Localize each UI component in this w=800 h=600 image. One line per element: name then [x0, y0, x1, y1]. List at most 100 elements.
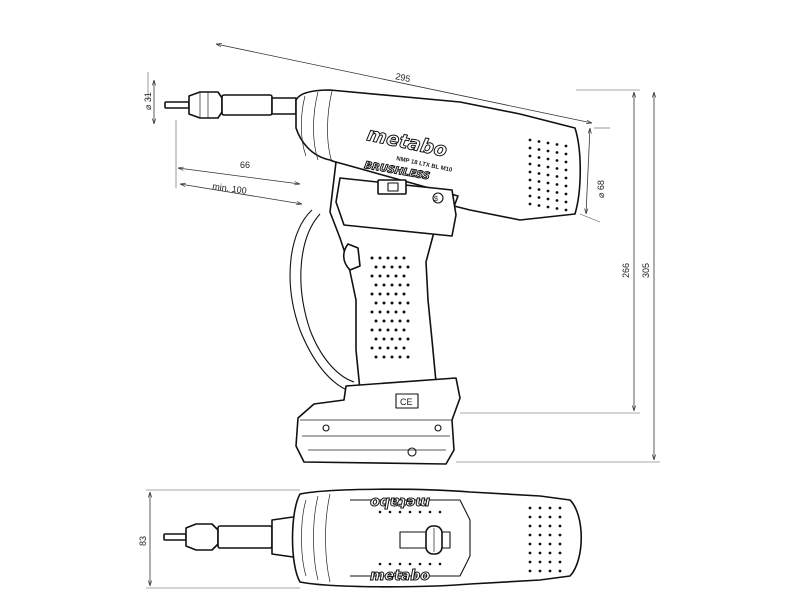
vent-dot — [386, 274, 390, 278]
vent-dot — [558, 524, 562, 528]
vent-dot — [378, 562, 382, 566]
vent-dot — [537, 140, 541, 143]
vent-dot — [548, 515, 552, 519]
vent-dot — [537, 156, 541, 159]
vent-dot — [528, 162, 532, 166]
vent-dot — [394, 346, 398, 350]
vent-dot — [378, 256, 382, 260]
grip-texture — [370, 256, 410, 359]
vent-dot — [528, 569, 532, 573]
belt-hook — [289, 209, 355, 393]
top-nose-cone — [185, 523, 219, 551]
vent-dot — [394, 256, 398, 260]
vent-dot — [398, 337, 402, 341]
vent-dot — [548, 569, 552, 573]
vent-dot — [546, 181, 550, 185]
vent-dot — [558, 569, 562, 573]
vent-dot — [398, 510, 402, 514]
vent-dot — [378, 510, 382, 514]
vent-dot — [546, 141, 550, 145]
vent-dots-side — [528, 138, 568, 212]
vent-dot — [378, 346, 382, 350]
vent-dot — [528, 542, 532, 546]
vent-dot — [378, 292, 382, 296]
vent-dot — [394, 328, 398, 332]
vent-dot — [386, 292, 390, 296]
vent-dot — [555, 175, 559, 178]
control-plate: $ — [335, 177, 457, 237]
vent-dot — [564, 160, 568, 164]
vent-dot — [537, 148, 541, 151]
vent-dot — [528, 194, 532, 198]
vent-dot — [528, 551, 532, 555]
vent-dot — [546, 197, 550, 201]
vent-dot — [528, 146, 532, 150]
vent-dot — [390, 283, 394, 287]
dim-66-label: 66 — [240, 160, 250, 170]
vent-dot — [408, 510, 412, 514]
vent-dots-top — [528, 506, 562, 573]
vent-dot — [370, 274, 374, 278]
vent-dot — [538, 560, 542, 564]
direction-symbol: $ — [434, 196, 438, 203]
dimension-min100: min. 100 — [180, 181, 302, 204]
vent-dot — [428, 510, 432, 514]
vent-dot — [538, 551, 542, 555]
vent-dot — [408, 562, 412, 566]
vent-dot — [546, 173, 550, 177]
vent-dot — [406, 355, 410, 359]
vent-dot — [390, 355, 394, 359]
vent-dot — [546, 165, 550, 169]
vent-dot — [378, 310, 382, 314]
vent-dot — [528, 170, 532, 174]
vent-dot — [558, 542, 562, 546]
side-view: $ CE metabo NMP 18 LTX BL M10 BRUSHLESS — [164, 89, 582, 465]
vent-dot — [538, 542, 542, 546]
vent-dot — [374, 283, 378, 287]
vent-dot — [558, 551, 562, 555]
vent-dot — [555, 167, 559, 170]
vent-dot — [537, 164, 541, 167]
dimension-31: ⌀ 31 — [143, 80, 154, 124]
vent-dot — [555, 183, 559, 186]
dimension-83: 83 — [138, 489, 300, 589]
battery-pack: CE — [295, 377, 461, 465]
vent-dot — [406, 283, 410, 287]
vent-dot — [528, 524, 532, 528]
vent-dot — [558, 533, 562, 537]
vent-dot — [564, 200, 568, 204]
vent-dot — [438, 562, 442, 566]
vent-dot — [555, 207, 559, 210]
vent-dot — [528, 186, 532, 190]
vent-dot — [558, 515, 562, 519]
vent-dot — [537, 172, 541, 175]
vent-dot — [370, 310, 374, 314]
vent-dot — [548, 560, 552, 564]
vent-dot — [370, 256, 374, 260]
vent-dot — [546, 189, 550, 193]
vent-dot — [538, 569, 542, 573]
vent-dot — [558, 506, 562, 510]
top-switch — [399, 525, 451, 555]
vent-dot — [402, 346, 406, 350]
vent-dot — [390, 319, 394, 323]
vent-dot — [555, 143, 559, 146]
dim-31-label: ⌀ 31 — [143, 92, 153, 110]
vent-dot — [378, 328, 382, 332]
vent-dot — [564, 184, 568, 188]
vent-dot — [528, 560, 532, 564]
vent-dot — [564, 176, 568, 180]
vent-dot — [537, 204, 541, 207]
vent-dot — [398, 283, 402, 287]
vent-dot — [537, 196, 541, 199]
vent-dot — [564, 144, 568, 148]
vent-dot — [558, 560, 562, 564]
vent-dot — [386, 256, 390, 260]
vent-dot — [386, 346, 390, 350]
vent-dot — [538, 506, 542, 510]
vent-dot — [398, 355, 402, 359]
vent-dot — [406, 265, 410, 269]
vent-dot — [382, 265, 386, 269]
vent-dot — [370, 328, 374, 332]
